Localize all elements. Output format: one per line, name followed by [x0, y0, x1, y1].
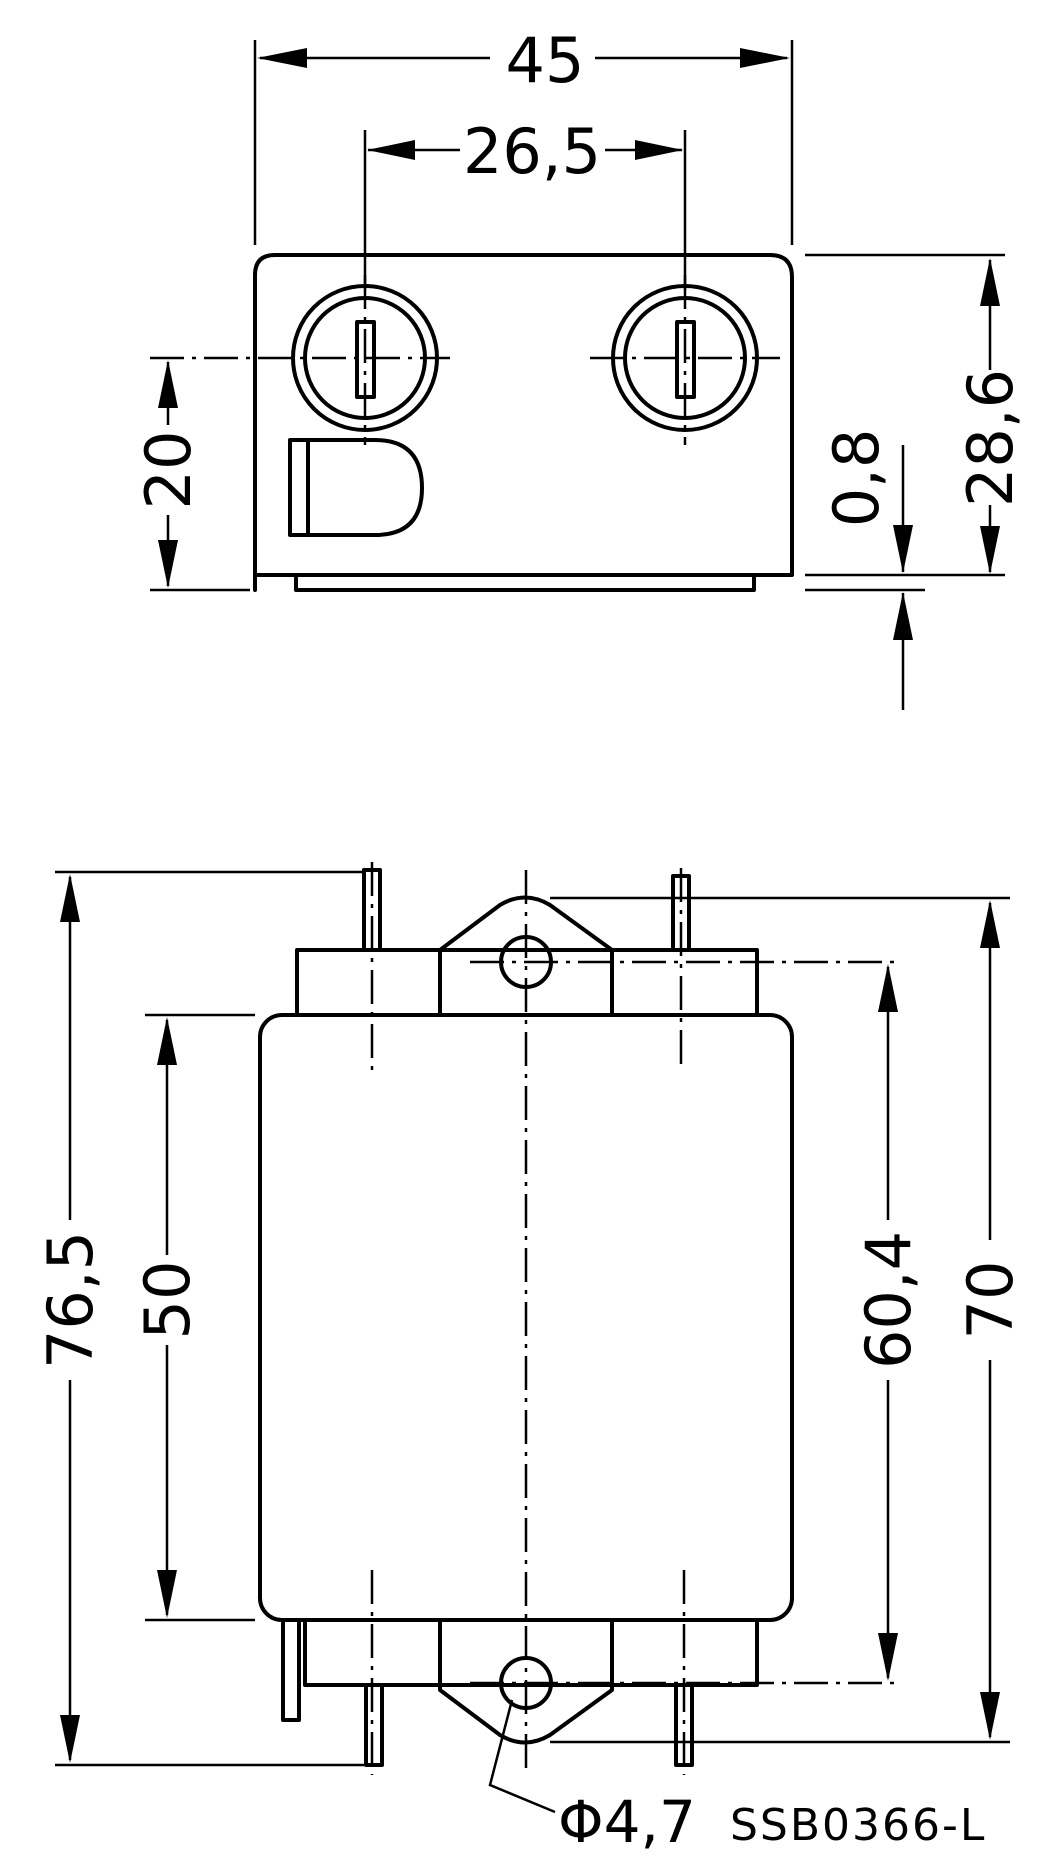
dim-terminal-height-label: 20 — [132, 431, 205, 510]
top-view-body — [253, 253, 794, 592]
dim-body-length-label: 50 — [131, 1261, 204, 1340]
front-view-top-flange — [438, 895, 614, 1017]
front-view: 76,5 50 60,4 70 Φ4,7 SSB0366-L — [34, 862, 1027, 1856]
dim-base-offset-label: 0,8 — [820, 429, 893, 528]
dim-hole-diameter-label: Φ4,7 — [558, 1788, 696, 1856]
side-ground-tab — [281, 1618, 301, 1722]
ground-tab — [288, 438, 424, 537]
bottom-left-terminal-pin — [364, 1683, 384, 1767]
dim-hole-spacing-label: 60,4 — [852, 1231, 925, 1369]
dim-overall-length-label: 76,5 — [34, 1231, 107, 1369]
dim-terminal-spacing-label: 26,5 — [463, 115, 601, 188]
drawing-code: SSB0366-L — [730, 1800, 986, 1851]
dim-width-label: 45 — [506, 24, 585, 97]
dim-flange-length-label: 70 — [954, 1261, 1027, 1340]
top-view: 45 26,5 20 28,6 0,8 — [132, 24, 1027, 710]
front-view-body — [258, 1013, 794, 1622]
front-view-bottom-flange — [438, 1618, 614, 1745]
hole-diameter-leader — [488, 1699, 556, 1814]
dim-height-label: 28,6 — [954, 369, 1027, 507]
top-view-base-plate — [294, 573, 756, 592]
